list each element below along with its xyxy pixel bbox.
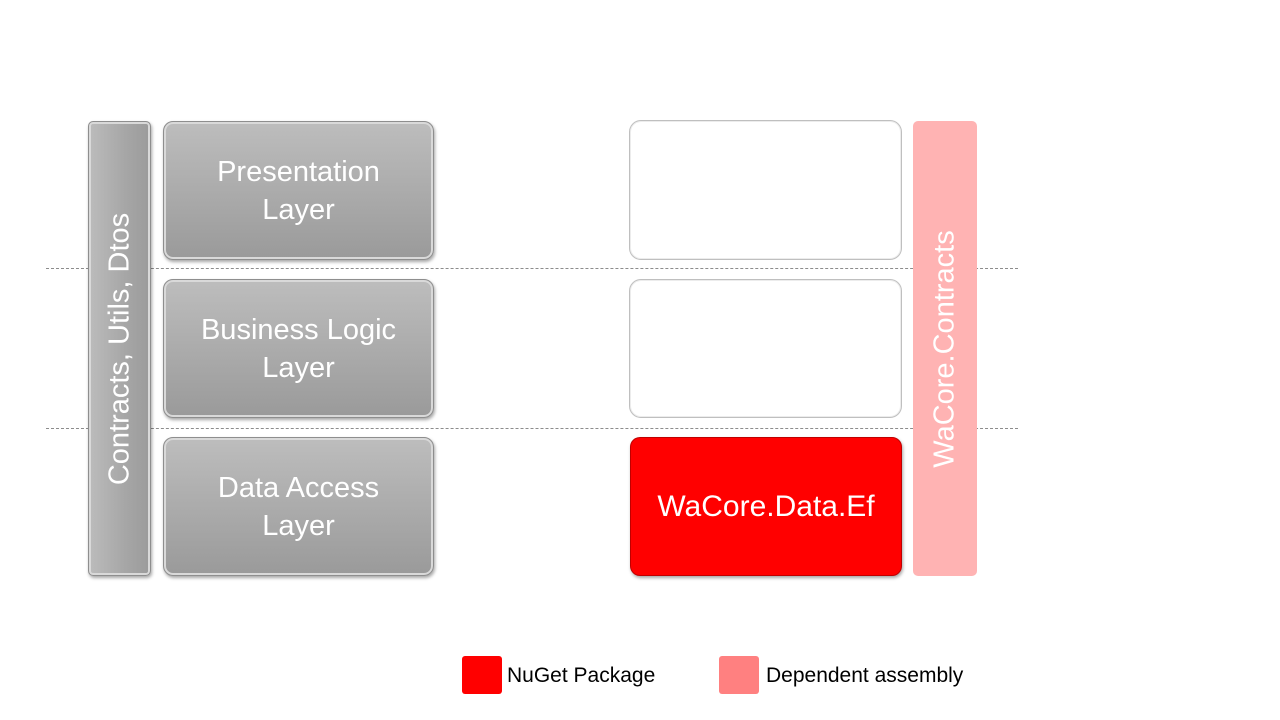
presentation-slot-empty: [629, 120, 902, 260]
wacore-contracts-label: WaCore.Contracts: [928, 229, 961, 468]
business-logic-slot-empty: [629, 279, 902, 418]
legend-label-dependent-assembly: Dependent assembly: [766, 664, 964, 687]
wacore-data-ef-package-box: WaCore.Data.Ef: [630, 437, 902, 576]
presentation-layer-box: Presentation Layer: [163, 121, 434, 260]
business-logic-layer-label: Business Logic Layer: [200, 313, 397, 384]
data-access-layer-label: Data Access Layer: [217, 471, 380, 542]
business-logic-layer-box: Business Logic Layer: [163, 279, 434, 418]
presentation-layer-label: Presentation Layer: [217, 155, 380, 226]
legend-swatch-dependent-assembly: [719, 656, 759, 694]
contracts-utils-dtos-bar: Contracts, Utils, Dtos: [88, 121, 151, 576]
wacore-contracts-bar: WaCore.Contracts: [913, 121, 977, 576]
legend-swatch-nuget-package: [462, 656, 502, 694]
wacore-data-ef-label: WaCore.Data.Ef: [657, 489, 875, 523]
layer-separator-top: [46, 268, 1018, 269]
contracts-utils-dtos-label: Contracts, Utils, Dtos: [103, 212, 135, 485]
legend-label-nuget-package: NuGet Package: [507, 664, 656, 687]
layer-separator-bottom: [46, 428, 1018, 429]
data-access-layer-box: Data Access Layer: [163, 437, 434, 576]
